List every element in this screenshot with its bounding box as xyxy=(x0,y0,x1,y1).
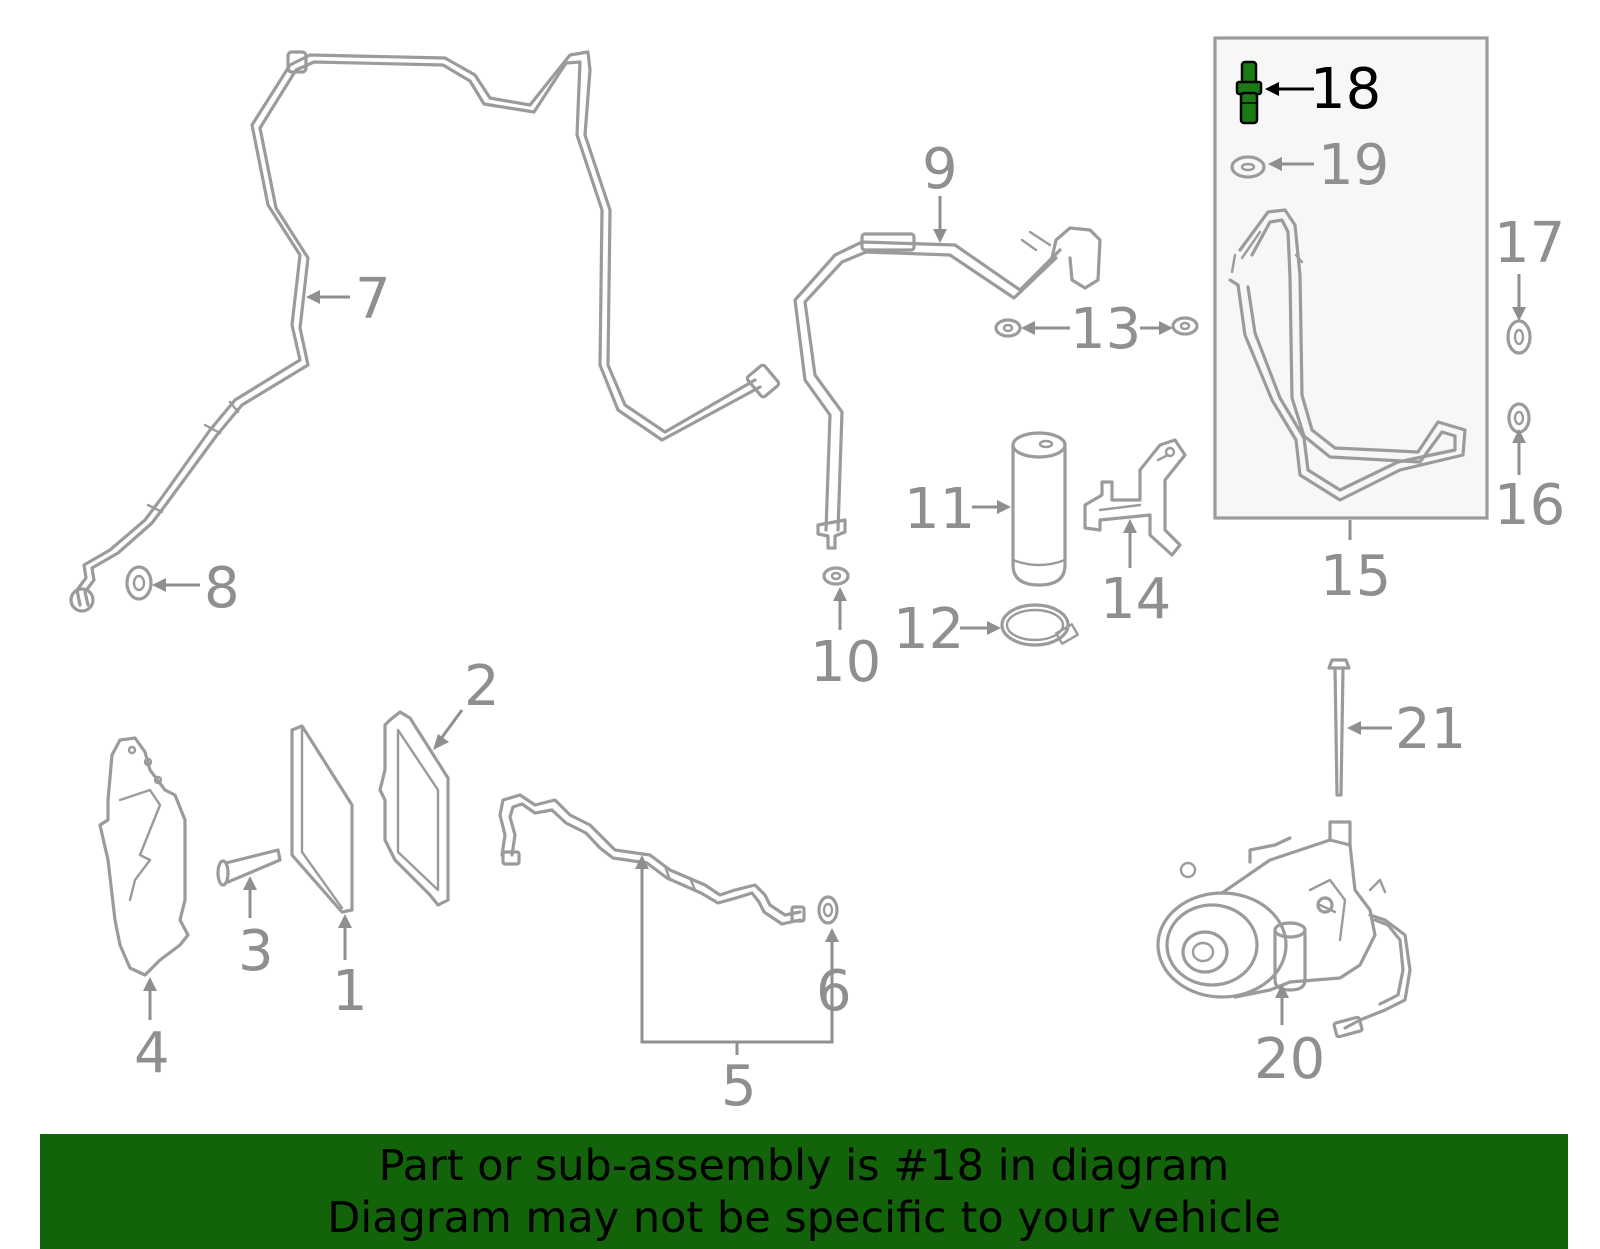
part-8-o-ring xyxy=(125,565,153,601)
callout-6[interactable]: 6 xyxy=(816,959,852,1024)
info-banner: Part or sub-assembly is #18 in diagram D… xyxy=(40,1134,1568,1249)
part-10-o-ring xyxy=(822,566,850,586)
callout-2[interactable]: 2 xyxy=(464,654,500,719)
callout-20[interactable]: 20 xyxy=(1254,1027,1325,1092)
part-14-bracket xyxy=(1083,438,1187,557)
banner-line-2: Diagram may not be specific to your vehi… xyxy=(327,1192,1281,1243)
part-19-o-ring xyxy=(1230,155,1266,179)
part-4-housing xyxy=(98,736,190,977)
part-11-receiver-drier xyxy=(1011,431,1067,587)
callout-12[interactable]: 12 xyxy=(893,597,964,662)
callout-16[interactable]: 16 xyxy=(1494,473,1565,538)
part-9-ac-line xyxy=(793,226,1102,550)
callout-19[interactable]: 19 xyxy=(1318,133,1389,198)
callout-18-leader xyxy=(1265,82,1314,96)
callout-18[interactable]: 18 xyxy=(1310,57,1381,122)
part-21-bolt xyxy=(1327,658,1351,797)
callout-7[interactable]: 7 xyxy=(355,267,391,332)
part-7-ac-line xyxy=(69,50,781,613)
part-18-valve xyxy=(1235,60,1263,125)
callout-13[interactable]: 13 xyxy=(1070,297,1141,362)
part-12-clamp xyxy=(1000,603,1079,647)
callout-numbers: 1 2 3 4 5 6 7 8 9 10 11 12 13 14 15 16 1… xyxy=(134,57,1565,1119)
part-6-o-ring xyxy=(817,895,839,925)
banner-line-1: Part or sub-assembly is #18 in diagram xyxy=(378,1140,1230,1191)
callout-14[interactable]: 14 xyxy=(1100,567,1171,632)
part-5-ac-line xyxy=(498,793,806,926)
callout-5[interactable]: 5 xyxy=(721,1054,757,1119)
part-8-o-ring-inner xyxy=(132,574,146,592)
callout-9[interactable]: 9 xyxy=(922,137,958,202)
callout-3[interactable]: 3 xyxy=(238,919,274,984)
callout-21[interactable]: 21 xyxy=(1395,697,1466,762)
part-17-o-ring xyxy=(1506,319,1532,355)
part-15-assembly-box xyxy=(1213,36,1489,520)
part-16-o-ring xyxy=(1507,402,1531,434)
part-13-o-ring-left xyxy=(994,318,1022,338)
part-15-ac-line xyxy=(1228,208,1467,502)
callout-17[interactable]: 17 xyxy=(1494,211,1565,276)
part-13-o-ring-right xyxy=(1171,316,1199,336)
part-20-compressor xyxy=(1156,820,1412,1039)
callout-11[interactable]: 11 xyxy=(904,477,975,542)
callout-10[interactable]: 10 xyxy=(810,630,881,695)
callout-8[interactable]: 8 xyxy=(204,556,240,621)
callout-4[interactable]: 4 xyxy=(134,1021,170,1086)
callout-1[interactable]: 1 xyxy=(332,959,368,1024)
callout-15[interactable]: 15 xyxy=(1320,544,1391,609)
part-2-evaporator xyxy=(378,710,450,907)
leader-lines xyxy=(143,157,1526,1055)
part-3-fastener xyxy=(216,848,282,887)
